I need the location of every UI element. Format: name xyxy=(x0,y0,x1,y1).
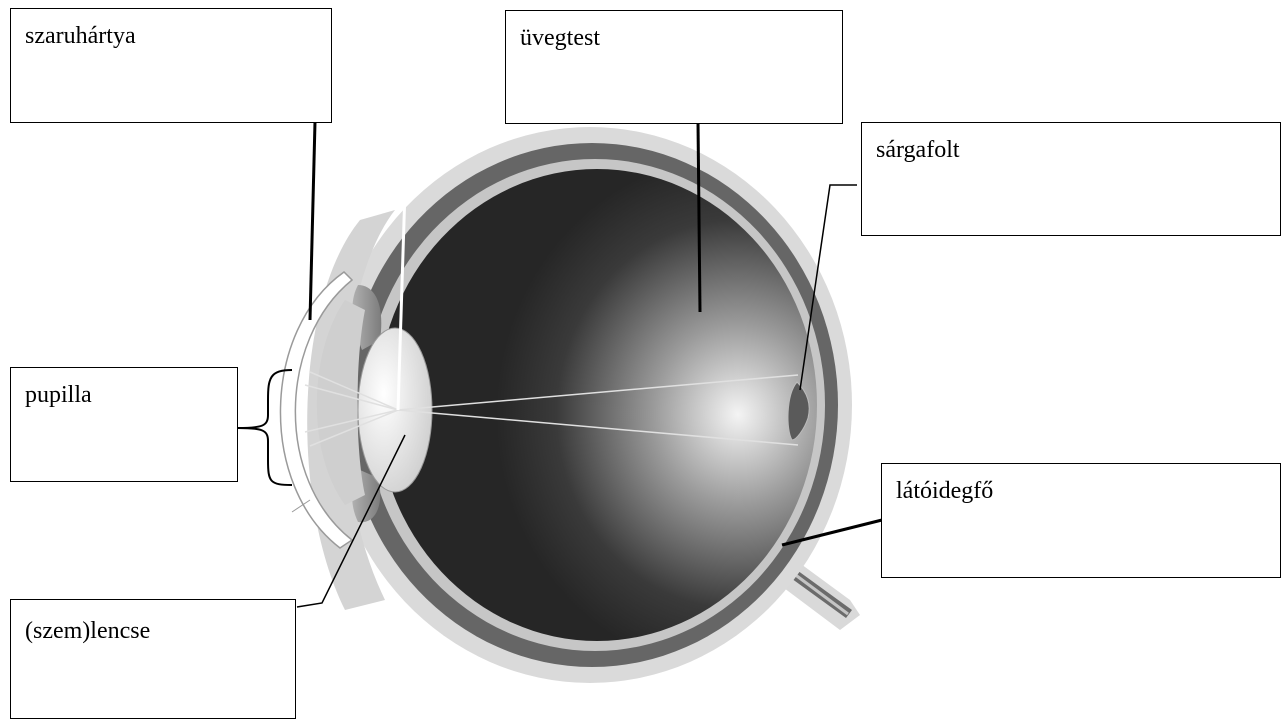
vitreous-leader-line xyxy=(698,122,700,312)
pupil-label-box: pupilla xyxy=(10,367,238,482)
lens-label: (szem)lencse xyxy=(25,618,150,645)
optic-disc-label: látóidegfő xyxy=(896,478,993,505)
lens-label-box: (szem)lencse xyxy=(10,599,296,719)
macula-label-box: sárgafolt xyxy=(861,122,1281,236)
macula-label: sárgafolt xyxy=(876,137,960,164)
optic-disc-label-box: látóidegfő xyxy=(881,463,1281,578)
vitreous-body xyxy=(377,169,817,641)
vitreous-label-box: üvegtest xyxy=(505,10,843,124)
cornea-label: szaruhártya xyxy=(25,23,136,50)
vitreous-label: üvegtest xyxy=(520,25,600,52)
cornea-leader-line xyxy=(310,122,315,320)
pupil-label: pupilla xyxy=(25,382,92,409)
cornea-label-box: szaruhártya xyxy=(10,8,332,123)
